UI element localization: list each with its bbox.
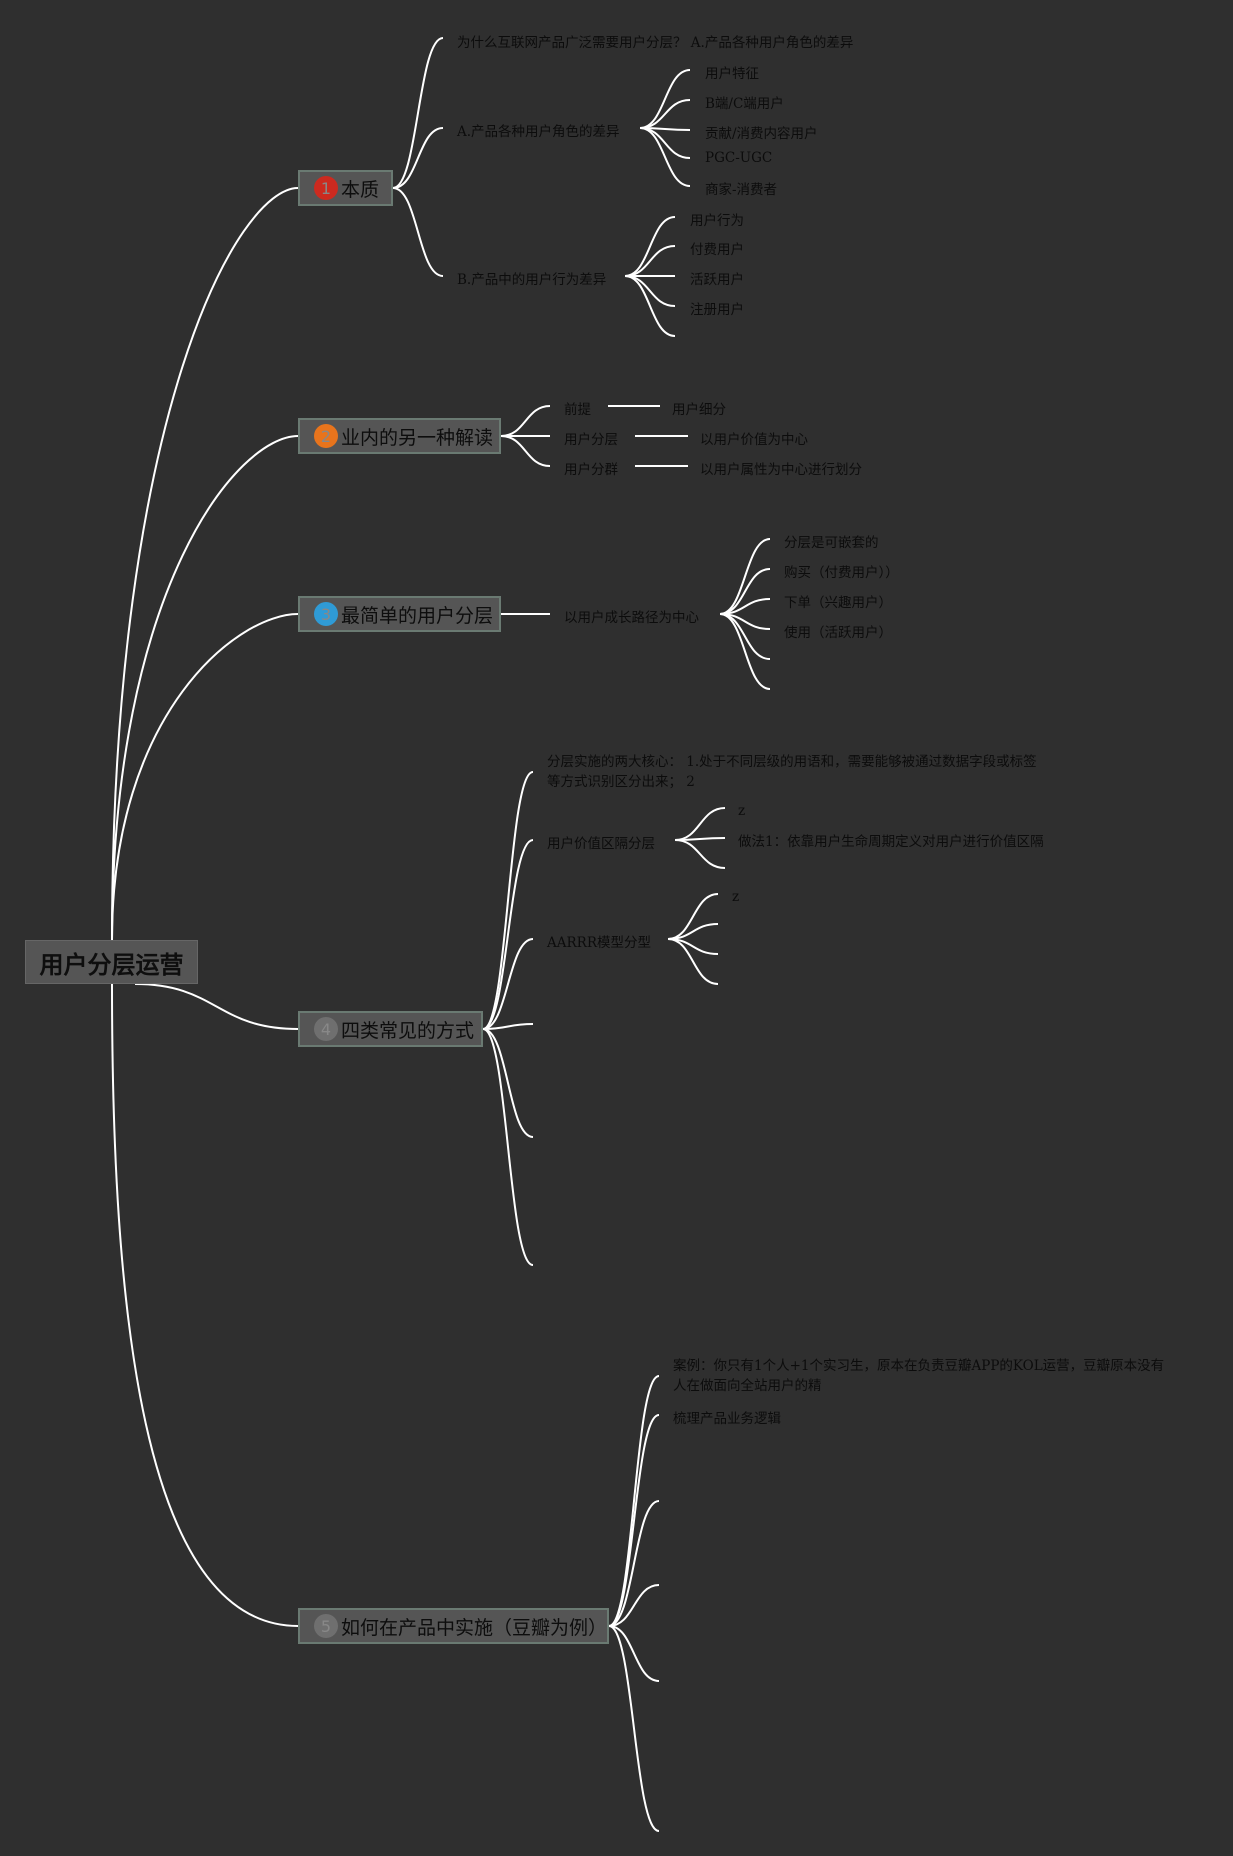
connector-curve <box>482 1028 534 1266</box>
node-leaf[interactable]: 分层是可嵌套的 <box>784 535 879 551</box>
priority-3-icon: 3 <box>314 602 338 626</box>
priority-4-icon: 4 <box>314 1017 338 1041</box>
connector-curve <box>500 405 551 437</box>
topic-label: 最简单的用户分层 <box>341 604 494 627</box>
topic-four-methods[interactable]: 4 四类常见的方式 <box>298 1011 483 1047</box>
node-leaf[interactable]: 活跃用户 <box>690 272 744 288</box>
connector-curve <box>624 275 676 307</box>
connector-curve <box>639 69 691 129</box>
node-leaf[interactable]: 商家-消费者 <box>705 182 778 198</box>
node-two-cores[interactable]: 分层实施的两大核心： 1.处于不同层级的用语和，需要能够被通过数据字段或标签等方… <box>547 754 1037 790</box>
priority-2-icon: 2 <box>314 424 338 448</box>
node-leaf[interactable]: 用户行为 <box>690 213 744 229</box>
node-premise[interactable]: 前提 <box>564 402 591 418</box>
priority-1-icon: 1 <box>314 176 338 200</box>
node-growth-path[interactable]: 以用户成长路径为中心 <box>564 610 699 626</box>
node-value-layering[interactable]: 用户价值区隔分层 <box>547 836 655 852</box>
connector-curve <box>482 938 534 1030</box>
node-leaf[interactable]: 下单（兴趣用户） <box>784 595 892 611</box>
connector-curve <box>608 1500 660 1627</box>
node-leaf[interactable]: 做法1：依靠用户生命周期定义对用户进行价值区隔 <box>738 834 1044 850</box>
node-aarrr[interactable]: AARRR模型分型 <box>547 935 651 951</box>
node-leaf[interactable]: 用户特征 <box>705 66 759 82</box>
node-user-grouping[interactable]: 用户分群 <box>564 462 618 478</box>
topic-essence[interactable]: 1 本质 <box>298 170 393 206</box>
topic-industry-interpretation[interactable]: 2 业内的另一种解读 <box>298 418 501 454</box>
node-leaf[interactable]: 贡献/消费内容用户 <box>705 126 818 142</box>
connector-curve <box>500 435 551 467</box>
connector-curve <box>111 613 299 941</box>
node-leaf[interactable]: 使用（活跃用户） <box>784 625 892 641</box>
topic-label: 业内的另一种解读 <box>341 426 494 449</box>
node-leaf[interactable]: z <box>732 889 740 905</box>
node-leaf[interactable]: PGC-UGC <box>705 150 773 166</box>
topic-implementation[interactable]: 5 如何在产品中实施（豆瓣为例） <box>298 1608 609 1644</box>
connector-curve <box>392 187 444 277</box>
connector-curve <box>111 983 299 1627</box>
connector-curve <box>608 1625 660 1832</box>
root-topic[interactable]: 用户分层运营 <box>25 940 198 984</box>
connector-curve <box>719 538 771 615</box>
node-user-layering[interactable]: 用户分层 <box>564 432 618 448</box>
node-why[interactable]: 为什么互联网产品广泛需要用户分层？ A.产品各种用户角色的差异 <box>457 35 854 51</box>
connector-curve <box>134 983 299 1030</box>
node-value-centered[interactable]: 以用户价值为中心 <box>700 432 808 448</box>
node-behavior-diff[interactable]: B.产品中的用户行为差异 <box>457 272 607 288</box>
topic-label: 本质 <box>341 178 380 201</box>
topic-simplest-layering[interactable]: 3 最简单的用户分层 <box>298 596 501 632</box>
connector-curve <box>482 1028 534 1138</box>
connector-curve <box>624 245 676 277</box>
connector-curve <box>639 99 691 129</box>
node-case[interactable]: 案例：你只有1个人+1个实习生，原本在负责豆瓣APP的KOL运营，豆瓣原本没有人… <box>673 1358 1165 1394</box>
topic-label: 四类常见的方式 <box>341 1019 475 1042</box>
connector-curve <box>392 127 444 189</box>
priority-5-icon: 5 <box>314 1614 338 1638</box>
connector-curve <box>624 275 676 337</box>
connector-curve <box>111 435 299 941</box>
node-user-segmentation[interactable]: 用户细分 <box>672 402 726 418</box>
node-role-diff[interactable]: A.产品各种用户角色的差异 <box>457 124 620 140</box>
connector-curve <box>719 613 771 690</box>
connector-curve <box>674 807 726 841</box>
connector-curve <box>392 37 444 189</box>
connector-curve <box>482 1023 534 1030</box>
node-leaf[interactable]: 注册用户 <box>690 302 744 318</box>
node-leaf[interactable]: z <box>738 803 746 819</box>
connector-curve <box>624 216 676 277</box>
connector-curve <box>639 127 691 187</box>
node-attribute-centered[interactable]: 以用户属性为中心进行划分 <box>700 462 862 478</box>
connector-curve <box>674 839 726 869</box>
connector-curve <box>111 187 299 941</box>
node-leaf[interactable]: 付费用户 <box>690 242 744 258</box>
node-leaf[interactable]: 购买（付费用户）） <box>784 565 899 581</box>
connector-curve <box>482 771 534 1030</box>
node-business-logic[interactable]: 梳理产品业务逻辑 <box>673 1411 781 1427</box>
connector-curve <box>608 1625 660 1682</box>
connector-curve <box>608 1414 660 1627</box>
connector-curve <box>608 1584 660 1627</box>
connector-curve <box>608 1375 660 1627</box>
connector-curve <box>482 839 534 1030</box>
node-leaf[interactable]: B端/C端用户 <box>705 96 784 112</box>
connector-curve <box>667 938 719 985</box>
topic-label: 如何在产品中实施（豆瓣为例） <box>341 1616 608 1639</box>
connector-curve <box>639 127 691 159</box>
